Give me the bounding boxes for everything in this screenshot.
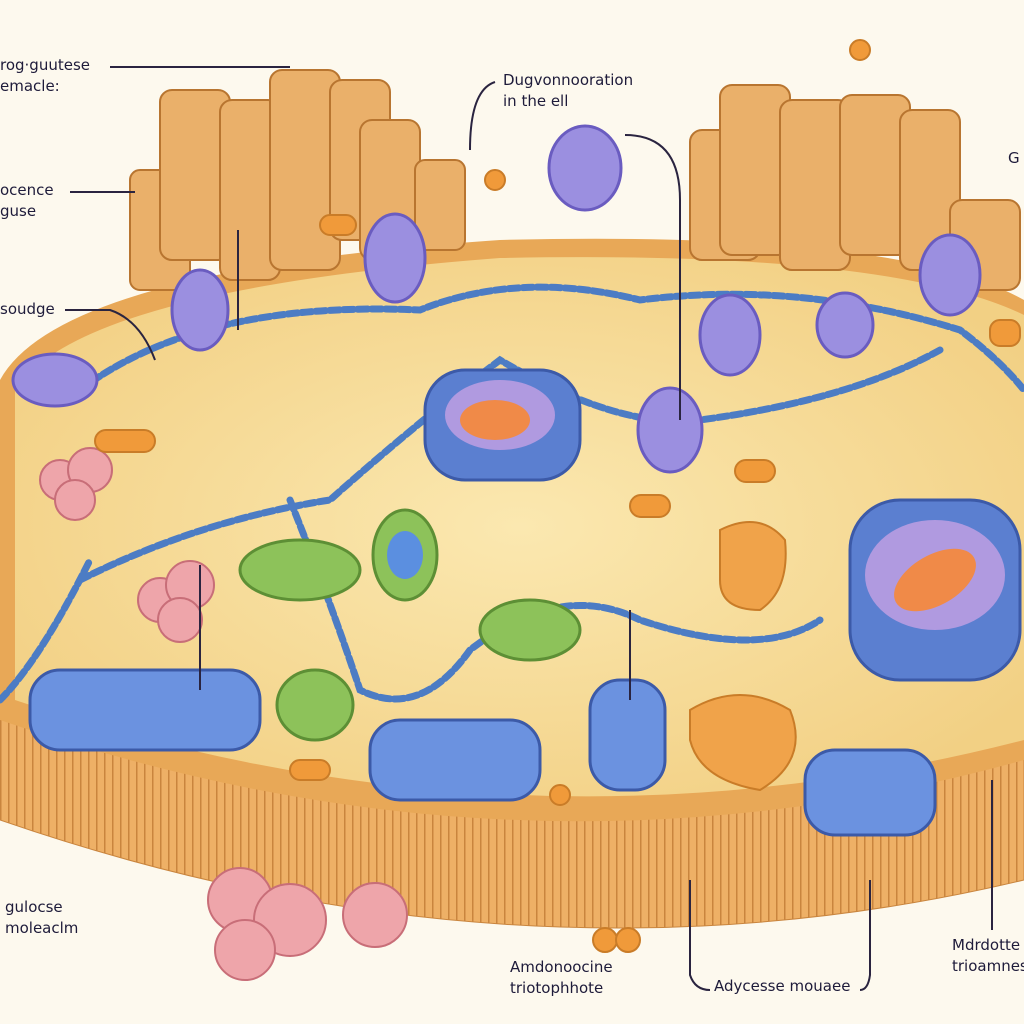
- label-line: gulocse: [5, 898, 63, 916]
- label-line: soudge: [0, 300, 55, 318]
- label-top-right: G: [1008, 148, 1020, 169]
- nucleus-right: [848, 498, 1022, 682]
- label-top-center: Dugvonnooration in the ell: [503, 70, 633, 112]
- label-line: triotophhote: [510, 979, 604, 997]
- label-line: trioamnes: [952, 957, 1024, 975]
- label-bottom-center: Amdonoocine triotophhote: [510, 957, 613, 999]
- golgi-columns-right: [689, 84, 1021, 291]
- label-line: moleaclm: [5, 919, 79, 937]
- pink-clusters: [39, 447, 408, 981]
- label-top-left: rog·guutese emacle:: [0, 55, 90, 97]
- vacuole: [387, 531, 423, 579]
- label-bottom-right: Mdrdotte trioamnes: [952, 935, 1024, 977]
- label-bottom-center-right: Adycesse mouaee: [714, 976, 850, 997]
- label-line: Mdrdotte: [952, 936, 1021, 954]
- label-line: Dugvonnooration: [503, 71, 634, 89]
- label-line: rog·guutese: [0, 56, 90, 74]
- purple-vesicles: [11, 124, 982, 474]
- cytoplasm: [15, 257, 1024, 797]
- label-line: emacle:: [0, 77, 60, 95]
- label-line: Amdonoocine: [510, 958, 613, 976]
- er-chains: [0, 283, 1024, 704]
- nucleus: [423, 368, 582, 482]
- label-line: G: [1008, 149, 1020, 167]
- label-mid-left: ocence guse: [0, 180, 54, 222]
- label-bottom-left: gulocse moleaclm: [5, 897, 78, 939]
- mitochondria: [28, 668, 937, 837]
- orange-sponges: [689, 521, 797, 792]
- label-left: soudge: [0, 299, 55, 320]
- label-line: in the ell: [503, 92, 569, 110]
- leader-lines: [65, 66, 993, 991]
- label-line: ocence: [0, 181, 54, 199]
- label-line: guse: [0, 202, 37, 220]
- label-line: Adycesse mouaee: [714, 977, 851, 995]
- orange-pills: [94, 39, 1021, 953]
